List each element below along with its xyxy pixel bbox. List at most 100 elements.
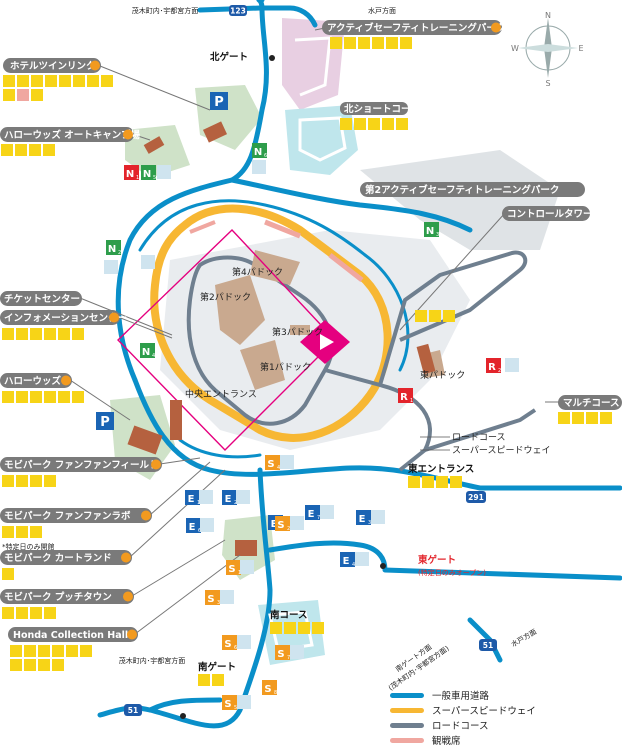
callout-multi-course[interactable]: マルチコース <box>545 395 622 410</box>
play-marker-icon <box>300 320 350 364</box>
svg-text:1: 1 <box>238 570 241 576</box>
legend-swatch-seats <box>390 737 424 743</box>
svg-text:6: 6 <box>264 153 267 159</box>
callout-autocamp[interactable]: ハローウッズ オートキャンプ場 <box>0 127 151 142</box>
legend-label-road: 一般車用道路 <box>432 691 490 702</box>
svg-text:1: 1 <box>136 175 139 181</box>
parking-P-hellowoods[interactable]: P <box>96 412 114 430</box>
callout-active-safety[interactable]: アクティブセーフティトレーニングパーク <box>314 20 505 35</box>
svg-text:6: 6 <box>234 645 237 651</box>
parking-S4[interactable]: S 4 <box>265 455 280 471</box>
svg-text:291: 291 <box>468 493 484 502</box>
facility-icons-north-short <box>340 118 408 130</box>
svg-text:インフォメーションセンター: インフォメーションセンター <box>4 312 127 324</box>
callout-kartland[interactable]: モビパーク カートランド <box>0 469 226 565</box>
hotel-area <box>195 85 262 150</box>
legend-row-road: 一般車用道路 <box>390 688 620 702</box>
svg-text:E: E <box>359 514 366 525</box>
legend-label-speedway: スーパースピードウェイ <box>432 706 536 717</box>
parking-N5[interactable]: N 5 <box>141 165 156 181</box>
svg-text:3: 3 <box>368 520 371 526</box>
north-short-pill[interactable] <box>340 102 408 115</box>
svg-text:E: E <box>578 44 583 53</box>
facility-icons-kartland <box>2 568 14 580</box>
callout-putchitown[interactable]: モビパーク プッチタウン <box>0 539 226 604</box>
facility-icons-south-course <box>270 622 324 634</box>
svg-text:E: E <box>271 519 278 530</box>
legend-row-seats: 観戦席 <box>390 733 620 747</box>
parking-R2[interactable]: R 2 <box>486 358 501 374</box>
callout-ticket[interactable]: チケットセンター <box>0 291 173 336</box>
svg-text:E: E <box>189 522 196 533</box>
north-gate-dot <box>269 55 275 61</box>
svg-text:S: S <box>224 639 231 650</box>
svg-text:マルチコース: マルチコース <box>563 398 620 409</box>
svg-text:アクティブセーフティトレーニングパーク: アクティブセーフティトレーニングパーク <box>327 22 505 34</box>
svg-text:P: P <box>214 95 224 110</box>
parking-S7[interactable]: S 7 <box>275 645 290 661</box>
svg-text:R: R <box>488 362 496 373</box>
callout-hotel[interactable]: ホテルツインリンク <box>3 58 211 111</box>
parking-S3[interactable]: S 3 <box>205 590 220 606</box>
callout-hellowoods[interactable]: ハローウッズ <box>0 373 131 421</box>
svg-text:S: S <box>224 699 231 710</box>
parking-E3[interactable]: E 3 <box>356 510 371 526</box>
parking-E1[interactable]: E 1 <box>185 490 200 506</box>
legend-swatch-roadcourse <box>390 722 424 728</box>
svg-text:E: E <box>308 509 315 520</box>
legend-swatch-road <box>390 692 424 698</box>
svg-text:モビパーク ファンファンフィールド: モビパーク ファンファンフィールド <box>4 459 159 471</box>
parking-N1[interactable]: N 1 <box>124 165 139 181</box>
parking-S6[interactable]: S 6 <box>222 635 237 651</box>
parking-E2[interactable]: E 2 <box>222 490 237 506</box>
svg-text:1: 1 <box>410 398 413 404</box>
callout-fanfun-field[interactable]: モビパーク ファンファンフィールド <box>0 457 201 472</box>
parking-E7[interactable]: E 7 <box>305 505 320 521</box>
svg-text:123: 123 <box>230 7 246 16</box>
label-paddock-2: 第2パドック <box>200 291 251 303</box>
facility-icons-hotel <box>3 75 113 101</box>
label-north-short: 北ショートコース <box>344 103 420 115</box>
parking-N3[interactable]: N 3 <box>424 222 439 238</box>
parking-P-hotel[interactable]: P <box>210 92 228 110</box>
svg-text:E: E <box>343 556 350 567</box>
parking-E6[interactable]: E 6 <box>186 518 201 534</box>
svg-text:W: W <box>511 44 519 53</box>
svg-text:Honda Collection Hall: Honda Collection Hall <box>13 630 128 641</box>
parking-E4[interactable]: E 4 <box>340 552 355 568</box>
svg-text:8: 8 <box>274 690 277 696</box>
compass-rose: N S E W <box>511 11 583 88</box>
road-course <box>186 250 537 472</box>
parking-S1[interactable]: S 1 <box>226 560 241 576</box>
label-super-speedway: スーパースピードウェイ <box>452 445 550 456</box>
label-south-course: 南コース <box>270 609 308 621</box>
facility-icons-hellowoods <box>2 391 84 403</box>
paddock-1-block <box>240 340 285 390</box>
facility-icons-control-tower <box>415 310 455 322</box>
facility-icons-putchitown <box>2 607 56 619</box>
svg-text:6: 6 <box>198 528 201 534</box>
callout-collection-hall[interactable]: Honda Collection Hall <box>8 554 241 642</box>
parking-S5[interactable]: S 5 <box>222 695 237 711</box>
svg-text:51: 51 <box>483 641 493 650</box>
spectator-seats-3 <box>189 220 216 234</box>
svg-text:S: S <box>207 594 214 605</box>
svg-text:3: 3 <box>436 232 439 238</box>
parking-N4[interactable]: N 4 <box>140 343 155 359</box>
east-gate-dot <box>380 563 386 569</box>
parking-S8[interactable]: S 8 <box>262 680 277 696</box>
callout-active-safety-2[interactable]: 第2アクティブセーフティトレーニングパーク <box>360 182 585 197</box>
parking-S2[interactable]: S 2 <box>275 516 290 532</box>
parking-N2[interactable]: N 2 <box>106 240 121 256</box>
parking-N6[interactable]: N 6 <box>252 143 267 159</box>
label-road-course: ロードコース <box>452 433 506 443</box>
parking-R1[interactable]: R 1 <box>398 388 413 404</box>
callout-fanfun-lab[interactable]: モビパーク ファンファンラボ <box>0 461 211 523</box>
callout-information[interactable]: インフォメーションセンター <box>0 310 173 339</box>
label-central-entrance: 中央エントランス <box>185 388 257 400</box>
svg-text:チケットセンター: チケットセンター <box>4 293 80 305</box>
paddock-2-block <box>215 275 265 345</box>
label-east-gate: 東ゲート <box>417 554 456 566</box>
svg-text:ハローウッズ: ハローウッズ <box>4 375 62 387</box>
